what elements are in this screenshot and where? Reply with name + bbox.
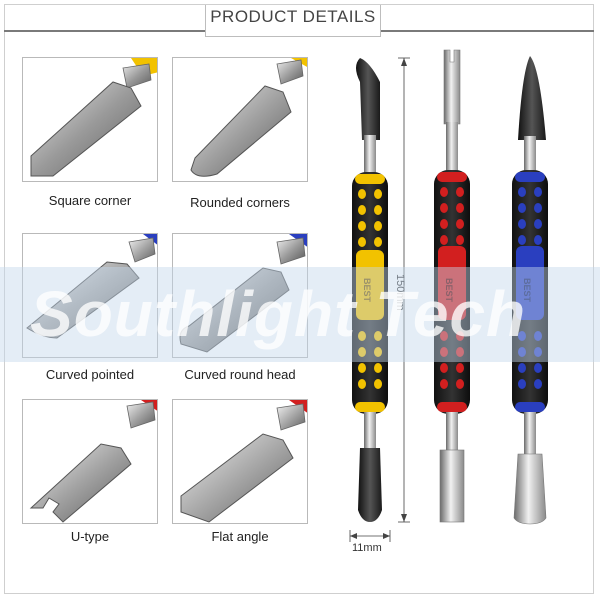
- square-corner-tip-illustration: [30, 58, 157, 177]
- tip-card-curved-round-head: [172, 233, 308, 358]
- brand-mark: BEST: [362, 278, 372, 303]
- tip-caption: Curved pointed: [45, 367, 135, 382]
- curved-pointed-tip-illustration: [26, 234, 157, 339]
- tip-caption: Flat angle: [211, 529, 269, 544]
- rounded-corner-tip-illustration: [190, 58, 307, 177]
- brand-mark: BEST: [522, 278, 532, 303]
- blue-spudger: [512, 56, 548, 525]
- tip-card-rounded-corners: [172, 57, 308, 182]
- length-dimension-line: [398, 57, 410, 523]
- tip-caption: Square corner: [48, 193, 132, 208]
- tip-card-flat-angle: [172, 399, 308, 524]
- flat-angle-tip-illustration: [180, 400, 307, 523]
- tip-caption: Curved round head: [184, 367, 296, 382]
- watermark-band: [0, 267, 600, 362]
- u-type-tip-illustration: [29, 400, 157, 523]
- tip-caption: Rounded corners: [190, 195, 290, 210]
- section-title: PRODUCT DETAILS: [205, 5, 381, 37]
- tip-card-square-corner: [22, 57, 158, 182]
- tip-caption: U-type: [70, 529, 110, 544]
- yellow-spudger: [352, 58, 388, 522]
- width-label: 11mm: [352, 542, 382, 554]
- red-spudger: [434, 49, 470, 523]
- brand-mark: BEST: [444, 278, 454, 303]
- curved-round-head-tip-illustration: [179, 234, 307, 353]
- watermark-text: Southlight Tech: [30, 278, 527, 350]
- width-dimension-line: [349, 530, 391, 542]
- tip-card-curved-pointed: [22, 233, 158, 358]
- tip-card-u-type: [22, 399, 158, 524]
